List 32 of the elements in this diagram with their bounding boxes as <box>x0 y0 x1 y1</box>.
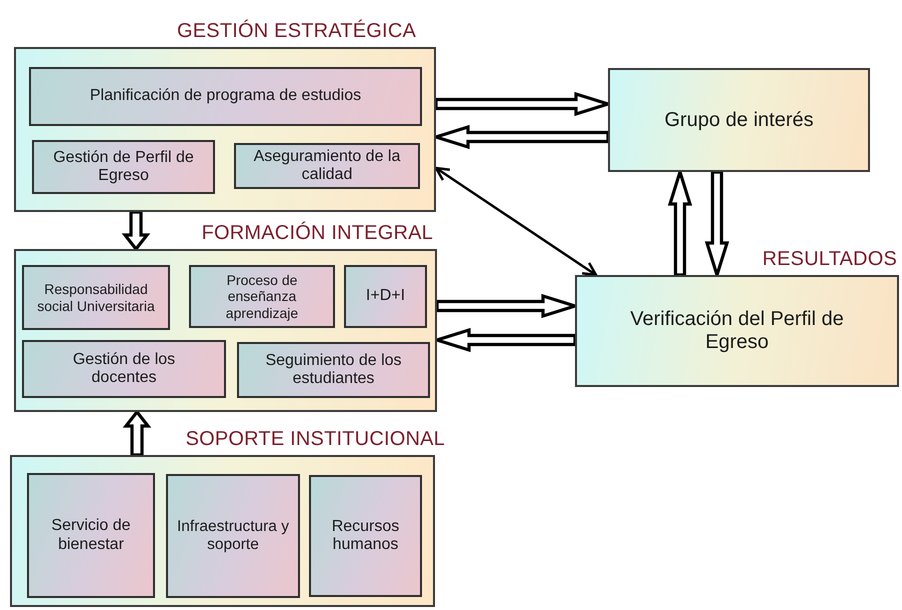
process-box <box>32 140 215 194</box>
process-box <box>309 475 422 597</box>
box-label: Recursos humanos <box>330 518 400 554</box>
block-arrow <box>122 210 150 252</box>
box-label: Grupo de interés <box>664 108 814 132</box>
process-box <box>608 68 870 172</box>
box-label: Seguimiento de los estudiantes <box>264 352 403 388</box>
process-box <box>29 67 422 126</box>
box-label: Responsabilidad social Universitaria <box>36 281 156 314</box>
process-box <box>27 473 155 598</box>
box-label: Planificación de programa de estudios <box>88 87 362 106</box>
section-heading: FORMACIÓN INTEGRAL <box>202 222 433 245</box>
block-arrow <box>122 409 152 457</box>
box-label: Aseguramiento de la calidad <box>252 148 402 184</box>
box-label: Gestión de los docentes <box>72 350 176 388</box>
process-box <box>22 340 226 398</box>
box-label: Proceso de enseñanza aprendizaje <box>224 272 300 321</box>
section-heading: SOPORTE INSTITUCIONAL <box>186 428 445 451</box>
process-box <box>344 265 427 328</box>
box-label: Verificación del Perfil de Egreso <box>629 308 845 354</box>
box-label: Infraestructura y soporte <box>176 518 290 554</box>
process-box <box>166 474 300 598</box>
box-label: Servicio de bienestar <box>50 517 132 554</box>
arrow <box>434 166 598 276</box>
section-heading: GESTIÓN ESTRATÉGICA <box>176 20 416 43</box>
process-box <box>234 143 420 189</box>
section-heading: RESULTADOS <box>762 248 897 271</box>
box-label: I+D+I <box>364 287 406 306</box>
process-box <box>22 265 170 330</box>
process-box <box>189 265 335 328</box>
box-label: Gestión de Perfil de Egreso <box>52 148 195 186</box>
process-box <box>237 342 430 398</box>
